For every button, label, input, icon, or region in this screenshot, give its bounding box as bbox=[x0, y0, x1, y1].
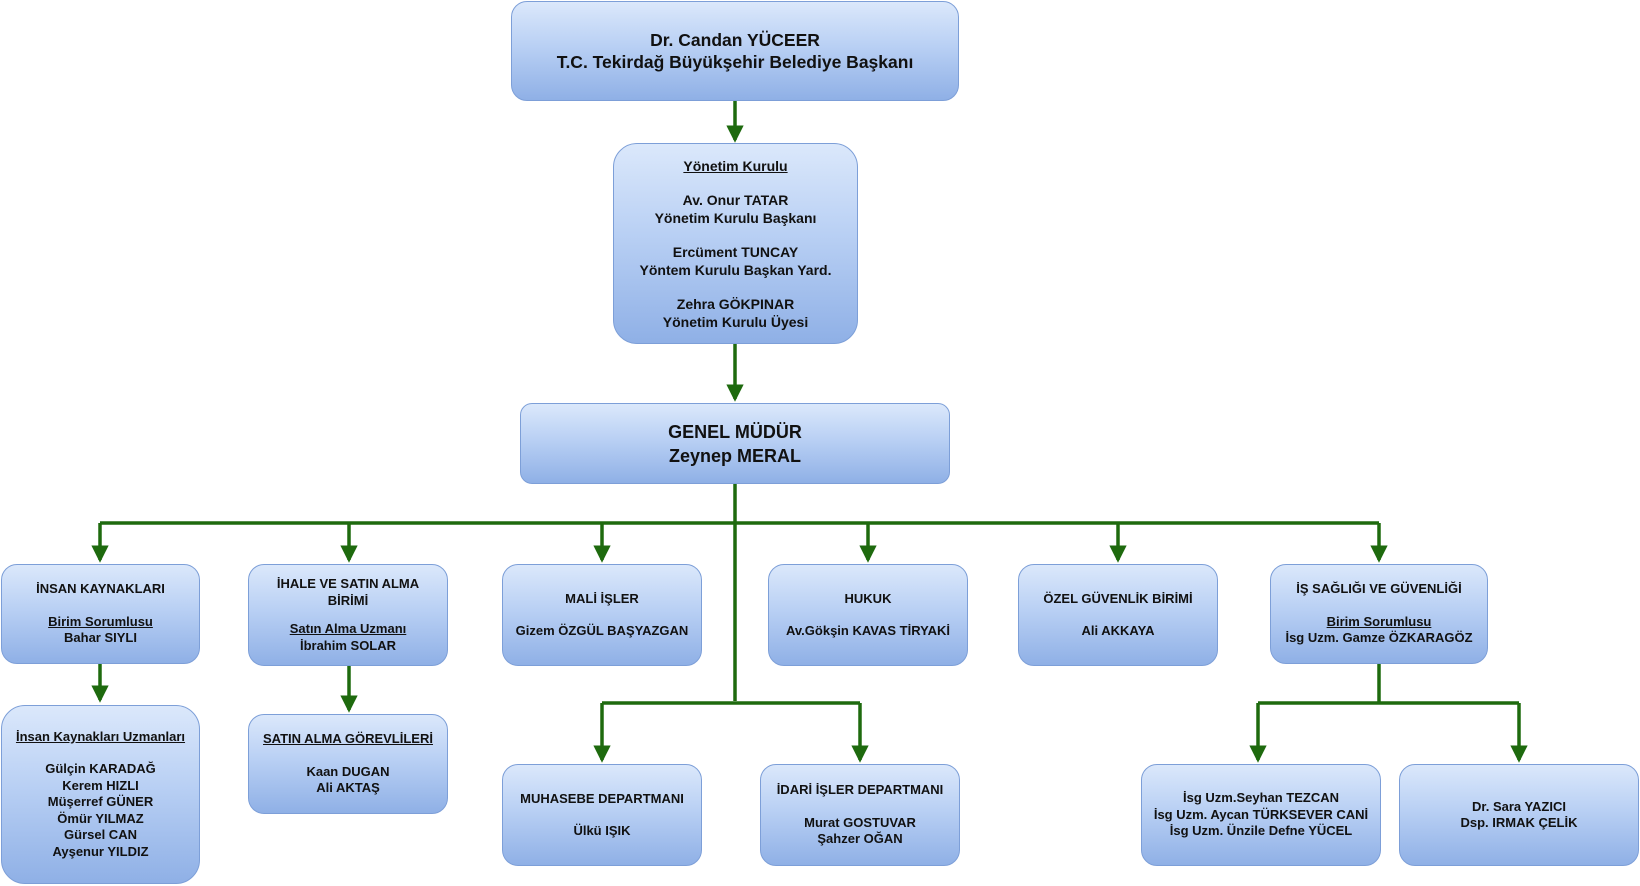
legal-unit-person: Av.Gökşin KAVAS TİRYAKİ bbox=[786, 623, 950, 638]
general-manager-name: Zeynep MERAL bbox=[668, 445, 801, 466]
ohs-specialist-name: İsg Uzm. Aycan TÜRKSEVER CANİ bbox=[1153, 806, 1369, 822]
security-unit-box: ÖZEL GÜVENLİK BİRİMİ Ali AKKAYA bbox=[1018, 564, 1218, 666]
ohs-specialists-box: İsg Uzm.Seyhan TEZCAN İsg Uzm. Aycan TÜR… bbox=[1141, 764, 1381, 866]
board-member-role: Yöntem Kurulu Başkan Yard. bbox=[639, 261, 832, 278]
board-member-role: Yönetim Kurulu Başkanı bbox=[654, 209, 817, 226]
general-manager-title: GENEL MÜDÜR bbox=[668, 421, 802, 442]
admin-dept-person: Murat GOSTUVAR bbox=[804, 814, 916, 830]
procurement-staff-title: SATIN ALMA GÖREVLİLERİ bbox=[263, 731, 433, 747]
hr-unit-person: Bahar SIYLI bbox=[64, 630, 137, 646]
admin-dept-box: İDARİ İŞLER DEPARTMANI Murat GOSTUVAR Şa… bbox=[760, 764, 960, 866]
procurement-unit-box: İHALE VE SATIN ALMA BİRİMİ Satın Alma Uz… bbox=[248, 564, 448, 666]
legal-unit-title: HUKUK bbox=[844, 590, 892, 606]
finance-unit-box: MALİ İŞLER Gizem ÖZGÜL BAŞYAZGAN bbox=[502, 564, 702, 666]
mayor-title: T.C. Tekirdağ Büyükşehir Belediye Başkan… bbox=[556, 52, 914, 72]
accounting-dept-title: MUHASEBE DEPARTMANI bbox=[520, 790, 684, 806]
accounting-dept-box: MUHASEBE DEPARTMANI Ülkü IŞIK bbox=[502, 764, 702, 866]
admin-dept-person: Şahzer OĞAN bbox=[817, 831, 903, 847]
ohs-unit-title: İŞ SAĞLIĞI VE GÜVENLİĞİ bbox=[1296, 581, 1462, 597]
board-box: Yönetim Kurulu Av. Onur TATAR Yönetim Ku… bbox=[613, 143, 858, 344]
procurement-unit-person: İbrahim SOLAR bbox=[299, 637, 397, 653]
procurement-unit-title: İHALE VE SATIN ALMA BİRİMİ bbox=[276, 576, 420, 608]
ohs-medical-box: Dr. Sara YAZICI Dsp. IRMAK ÇELİK bbox=[1399, 764, 1639, 866]
hr-specialist-name: Müşerref GÜNER bbox=[47, 794, 154, 810]
mayor-name: Dr. Candan YÜCEER bbox=[650, 30, 820, 50]
ohs-medical-name: Dsp. IRMAK ÇELİK bbox=[1460, 815, 1578, 830]
board-member-name: Av. Onur TATAR bbox=[682, 191, 789, 208]
ohs-unit-role: Birim Sorumlusu bbox=[1326, 613, 1432, 629]
admin-dept-title: İDARİ İŞLER DEPARTMANI bbox=[776, 782, 944, 798]
procurement-staff-name: Kaan DUGAN bbox=[306, 763, 390, 779]
procurement-staff-name: Ali AKTAŞ bbox=[316, 780, 380, 796]
procurement-unit-role: Satın Alma Uzmanı bbox=[289, 621, 407, 636]
finance-unit-person: Gizem ÖZGÜL BAŞYAZGAN bbox=[515, 623, 689, 638]
security-unit-title: ÖZEL GÜVENLİK BİRİMİ bbox=[1043, 590, 1193, 606]
ohs-unit-person: İsg Uzm. Gamze ÖZKARAGÖZ bbox=[1285, 630, 1473, 646]
hr-specialist-name: Gürsel CAN bbox=[64, 827, 137, 843]
accounting-dept-person: Ülkü IŞIK bbox=[573, 823, 631, 838]
general-manager-box: GENEL MÜDÜR Zeynep MERAL bbox=[520, 403, 950, 484]
hr-specialist-name: Ömür YILMAZ bbox=[57, 810, 144, 826]
procurement-staff-box: SATIN ALMA GÖREVLİLERİ Kaan DUGAN Ali AK… bbox=[248, 714, 448, 814]
hr-unit-box: İNSAN KAYNAKLARI Birim Sorumlusu Bahar S… bbox=[1, 564, 200, 664]
ohs-unit-box: İŞ SAĞLIĞI VE GÜVENLİĞİ Birim Sorumlusu … bbox=[1270, 564, 1488, 664]
ohs-specialist-name: İsg Uzm. Ünzile Defne YÜCEL bbox=[1169, 823, 1353, 839]
board-member-role: Yönetim Kurulu Üyesi bbox=[662, 313, 809, 330]
board-member-name: Ercüment TUNCAY bbox=[672, 243, 799, 260]
mayor-box: Dr. Candan YÜCEER T.C. Tekirdağ Büyükşeh… bbox=[511, 1, 959, 101]
hr-unit-title: İNSAN KAYNAKLARI bbox=[36, 581, 165, 597]
ohs-medical-name: Dr. Sara YAZICI bbox=[1472, 798, 1566, 814]
hr-specialist-name: Ayşenur YILDIZ bbox=[52, 843, 149, 859]
legal-unit-box: HUKUK Av.Gökşin KAVAS TİRYAKİ bbox=[768, 564, 968, 666]
ohs-specialist-name: İsg Uzm.Seyhan TEZCAN bbox=[1182, 790, 1340, 806]
hr-specialists-title: İnsan Kaynakları Uzmanları bbox=[15, 728, 186, 744]
security-unit-person: Ali AKKAYA bbox=[1081, 623, 1155, 638]
hr-specialist-name: Kerem HIZLI bbox=[62, 777, 139, 793]
board-heading: Yönetim Kurulu bbox=[683, 157, 788, 174]
hr-specialist-name: Gülçin KARADAĞ bbox=[45, 761, 156, 777]
finance-unit-title: MALİ İŞLER bbox=[565, 590, 639, 606]
hr-unit-role: Birim Sorumlusu bbox=[48, 613, 153, 629]
board-member-name: Zehra GÖKPINAR bbox=[676, 295, 795, 312]
hr-specialists-box: İnsan Kaynakları Uzmanları Gülçin KARADA… bbox=[1, 705, 200, 884]
